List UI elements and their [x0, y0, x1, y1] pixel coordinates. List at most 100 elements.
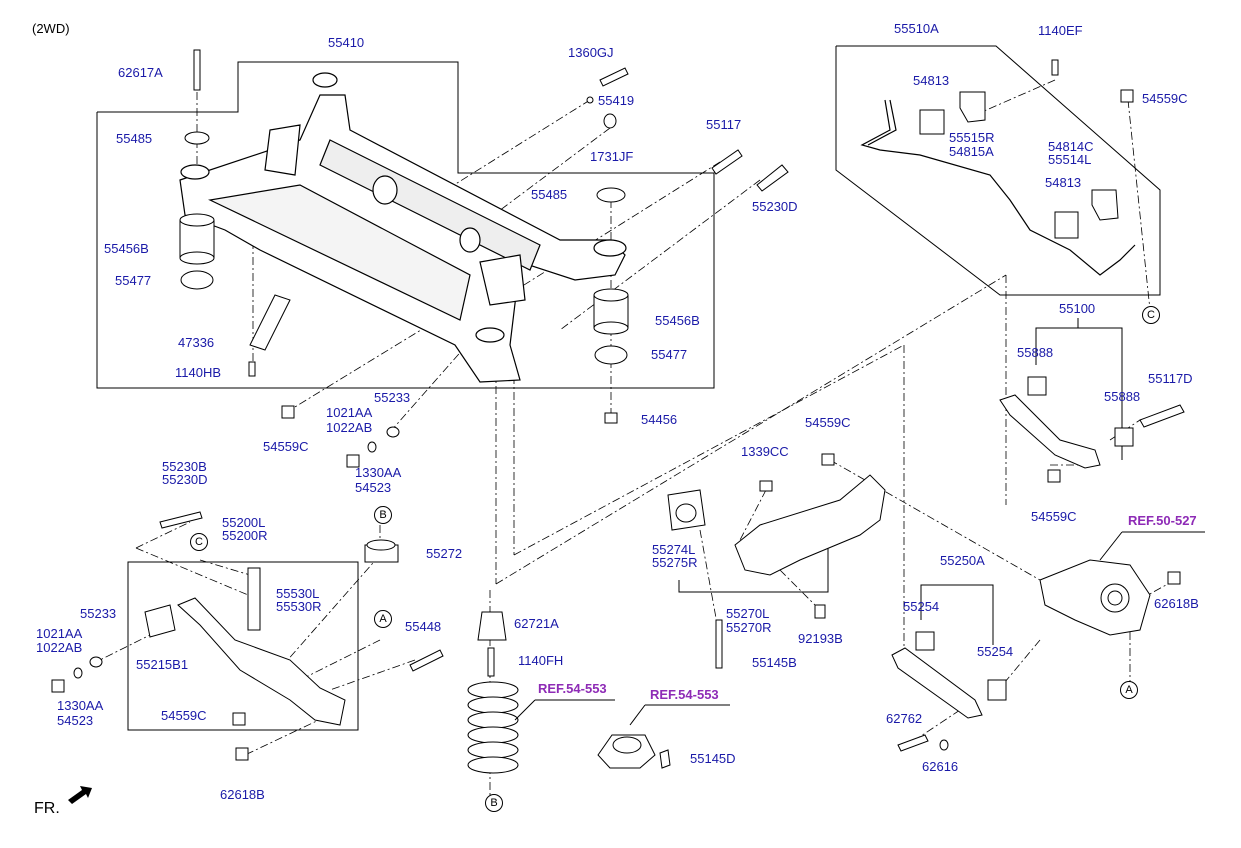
part-55230B[interactable]: 55230B: [162, 459, 207, 474]
bolt-55448: [409, 649, 444, 672]
part-54559C-subframe[interactable]: 54559C: [263, 439, 309, 454]
bracket-55515R: [959, 91, 986, 123]
part-1022AB-top[interactable]: 1022AB: [326, 420, 373, 435]
part-55230D-lower[interactable]: 55230D: [162, 472, 208, 487]
part-55274L[interactable]: 55274L: [652, 542, 696, 557]
callout-b-bumper: B: [374, 506, 392, 524]
link-55530L: [247, 567, 261, 631]
part-55200R[interactable]: 55200R: [222, 528, 268, 543]
part-54523-lower[interactable]: 54523: [57, 713, 94, 728]
part-55145D[interactable]: 55145D: [690, 751, 736, 766]
part-55448[interactable]: 55448: [405, 619, 442, 634]
part-92193B[interactable]: 92193B: [798, 631, 843, 646]
part-55117[interactable]: 55117: [706, 117, 742, 132]
coil-spring: [467, 611, 519, 774]
bushing-55888-right: [1114, 427, 1134, 447]
part-55233-top[interactable]: 55233: [374, 390, 411, 405]
part-55215B1[interactable]: 55215B1: [136, 657, 189, 672]
part-55233-lower[interactable]: 55233: [80, 606, 117, 621]
part-54559C-upper-arm[interactable]: 54559C: [1031, 509, 1077, 524]
part-55145B[interactable]: 55145B: [752, 655, 797, 670]
part-1022AB-lower[interactable]: 1022AB: [36, 640, 83, 655]
part-1140EF[interactable]: 1140EF: [1038, 23, 1083, 38]
part-62762[interactable]: 62762: [886, 711, 923, 726]
washer-55485-left: [184, 131, 210, 145]
part-55270R[interactable]: 55270R: [726, 620, 772, 635]
lower-control-arm: [177, 597, 346, 726]
nut-54559C-5: [232, 712, 246, 726]
ref-54-553-spring[interactable]: REF.54-553: [538, 681, 607, 696]
part-54813-lower[interactable]: 54813: [1045, 175, 1082, 190]
plate-47336: [249, 294, 291, 351]
rear-knuckle: [1039, 559, 1181, 636]
bushing-54813-lower: [1054, 211, 1079, 239]
shock-mount: [597, 734, 671, 769]
part-55485-left[interactable]: 55485: [116, 131, 153, 146]
part-54813-upper[interactable]: 54813: [913, 73, 950, 88]
part-55254-right[interactable]: 55254: [977, 644, 1014, 659]
part-54559C-trailing[interactable]: 54559C: [805, 415, 851, 430]
part-55530L[interactable]: 55530L: [276, 586, 320, 601]
part-55254-left[interactable]: 55254: [903, 599, 940, 614]
part-55514L[interactable]: 55514L: [1048, 152, 1092, 167]
part-55515R[interactable]: 55515R: [949, 130, 995, 145]
assist-arm: [891, 647, 983, 719]
part-55250A[interactable]: 55250A: [940, 553, 985, 568]
part-62618B-knuckle[interactable]: 62618B: [1154, 596, 1199, 611]
bushing-55254-right: [987, 679, 1007, 701]
part-55477-right[interactable]: 55477: [651, 347, 688, 362]
part-54456[interactable]: 54456: [641, 412, 678, 427]
part-47336[interactable]: 47336: [178, 335, 215, 350]
ref-50-527[interactable]: REF.50-527: [1128, 513, 1197, 528]
part-1021AA-lower[interactable]: 1021AA: [36, 626, 83, 641]
part-1360GJ[interactable]: 1360GJ: [568, 45, 614, 60]
part-54814C[interactable]: 54814C: [1048, 139, 1094, 154]
part-55888-right[interactable]: 55888: [1104, 389, 1141, 404]
part-55477-left[interactable]: 55477: [115, 273, 152, 288]
part-55510A[interactable]: 55510A: [894, 21, 939, 36]
bolt-55419: [599, 67, 629, 87]
part-1021AA-top[interactable]: 1021AA: [326, 405, 373, 420]
part-55272[interactable]: 55272: [426, 546, 463, 561]
part-55100[interactable]: 55100: [1059, 301, 1096, 316]
stabilizer-group-outline: [835, 45, 1161, 296]
trailing-arm-bracket: [678, 540, 829, 593]
part-55230D-top[interactable]: 55230D: [752, 199, 798, 214]
ref-54-553-mount[interactable]: REF.54-553: [650, 687, 719, 702]
part-55270L[interactable]: 55270L: [726, 606, 770, 621]
part-1339CC[interactable]: 1339CC: [741, 444, 789, 459]
part-62618B-lower[interactable]: 62618B: [220, 787, 265, 802]
subframe-group-outline: [96, 61, 715, 389]
part-1140FH[interactable]: 1140FH: [518, 653, 564, 668]
bolt-62762: [897, 734, 929, 752]
part-54559C-lower-arm[interactable]: 54559C: [161, 708, 207, 723]
rear-crossmember: [179, 72, 627, 383]
part-62616[interactable]: 62616: [922, 759, 959, 774]
part-55485-right[interactable]: 55485: [531, 187, 568, 202]
part-1330AA-lower[interactable]: 1330AA: [57, 698, 104, 713]
part-1731JF[interactable]: 1731JF: [590, 149, 634, 164]
part-1140HB[interactable]: 1140HB: [175, 365, 222, 380]
washer-55233-b: [89, 656, 103, 668]
part-62617A[interactable]: 62617A: [118, 65, 163, 80]
part-55456B-right[interactable]: 55456B: [655, 313, 700, 328]
assist-arm-bracket: [920, 584, 994, 645]
part-55117D[interactable]: 55117D: [1148, 371, 1193, 386]
upper-arm-bracket: [1035, 327, 1123, 460]
part-54815A[interactable]: 54815A: [949, 144, 994, 159]
nut-1021AA-b: [51, 679, 65, 693]
part-54523-top[interactable]: 54523: [355, 480, 392, 495]
part-54559C-stabilizer[interactable]: 54559C: [1142, 91, 1188, 106]
part-55200L[interactable]: 55200L: [222, 515, 266, 530]
part-55410[interactable]: 55410: [328, 35, 365, 50]
part-55456B-left[interactable]: 55456B: [104, 241, 149, 256]
part-55530R[interactable]: 55530R: [276, 599, 322, 614]
part-55888-left[interactable]: 55888: [1017, 345, 1054, 360]
bolt-92193B: [814, 604, 826, 619]
part-1330AA-top[interactable]: 1330AA: [355, 465, 402, 480]
part-62721A[interactable]: 62721A: [514, 616, 559, 631]
washer-62616: [939, 739, 949, 751]
trailing-arm: [734, 474, 886, 576]
part-55419[interactable]: 55419: [598, 93, 635, 108]
part-55275R[interactable]: 55275R: [652, 555, 698, 570]
